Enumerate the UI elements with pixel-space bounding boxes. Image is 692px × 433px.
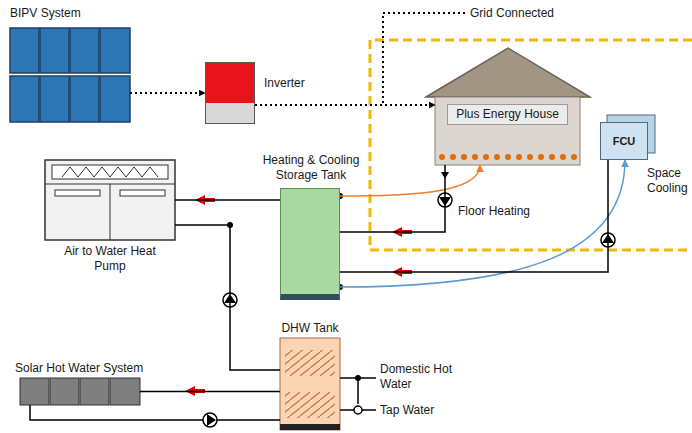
- pv-panels: [10, 28, 130, 122]
- house-body: [435, 97, 580, 165]
- node-label: Inverter: [264, 76, 305, 91]
- storage-tank: Heating & Cooling Storage Tank: [280, 188, 340, 300]
- junction: [355, 375, 361, 381]
- node-label: DHW Tank: [260, 321, 360, 336]
- node-label: BIPV System: [10, 6, 81, 21]
- node-label: Air to Water Heat Pump: [50, 244, 170, 274]
- fcu-box: FCU: [600, 122, 648, 160]
- pv-array: BIPV System: [10, 28, 130, 122]
- pipe-connector: [340, 165, 480, 196]
- node-label: FCU: [613, 134, 636, 149]
- solar-collector: [20, 378, 140, 405]
- text-label: Space Cooling: [647, 166, 691, 196]
- node-label: Plus Energy House: [447, 104, 568, 125]
- boundary: [370, 40, 692, 250]
- pipe-connector: [340, 160, 608, 272]
- floor-heating-dots: [439, 154, 577, 160]
- inverter-box: Inverter: [205, 62, 255, 124]
- text-label: Floor Heating: [458, 204, 530, 219]
- pipe-connector: [340, 165, 445, 232]
- heat-pump: Air to Water Heat Pump: [45, 160, 175, 240]
- pipe-connector: [140, 391, 280, 393]
- dhw-tank: DHW Tank: [280, 338, 340, 430]
- pipe-connector: [255, 104, 435, 106]
- pipe: [30, 378, 376, 420]
- text-label: Domestic Hot Water: [380, 362, 470, 392]
- valve: [354, 406, 362, 414]
- dhw-tank-body: [280, 338, 340, 430]
- house-box: Plus Energy House: [435, 97, 580, 165]
- solar-collector-box: Solar Hot Water System: [20, 378, 140, 405]
- pipe-connector: [130, 92, 205, 94]
- pipe-connector: [175, 199, 280, 201]
- heat-pump-body: [45, 160, 175, 240]
- node-label: Solar Hot Water System: [15, 361, 143, 376]
- text-label: Grid Connected: [470, 6, 554, 21]
- node-label: Heating & Cooling Storage Tank: [251, 153, 371, 183]
- text-label: Tap Water: [380, 403, 434, 418]
- pipe-connector: [175, 225, 280, 370]
- house-roof: [426, 48, 590, 97]
- pipe-connector: [340, 160, 625, 287]
